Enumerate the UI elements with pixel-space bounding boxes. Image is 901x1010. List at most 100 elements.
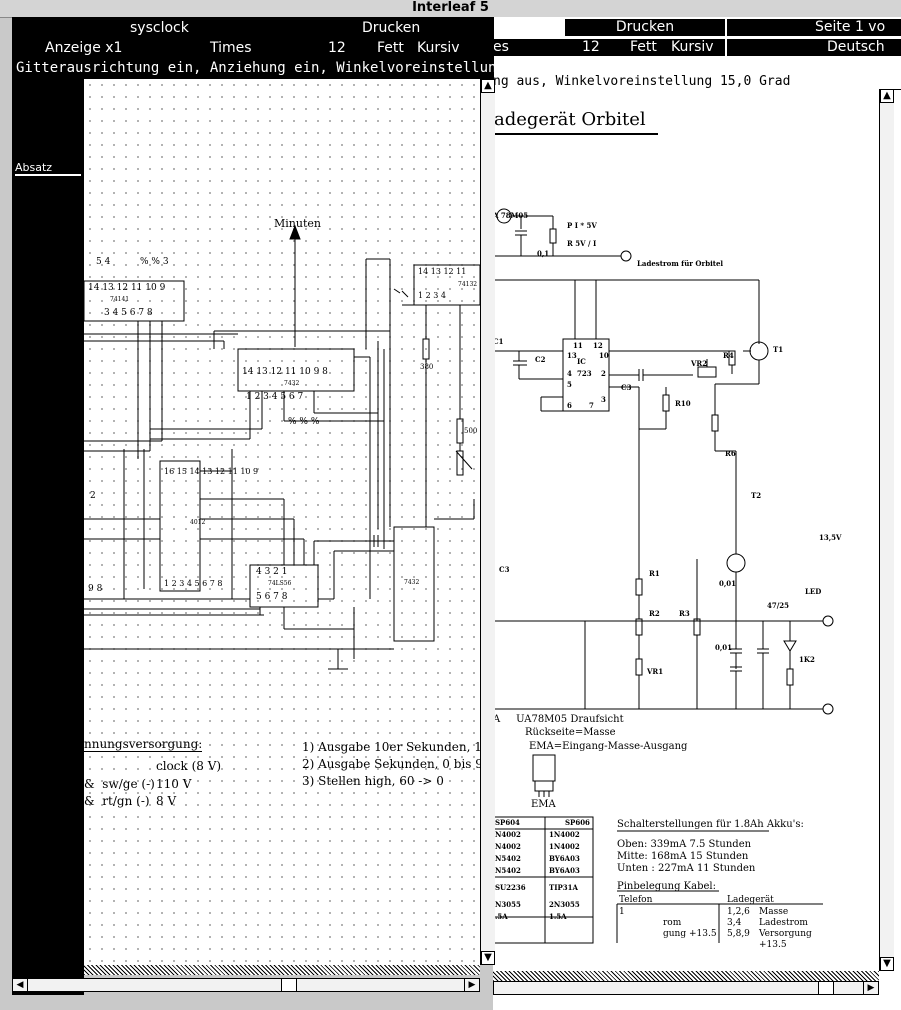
notes-list: 1) Ausgabe 10er Sekunden, 1 bis 52) Ausg…: [302, 739, 480, 790]
pct-row: % % %: [288, 417, 320, 427]
sidebar-item-absatz[interactable]: Absatz: [15, 161, 81, 176]
status-text-back: ng aus, Winkelvoreinstellung 15,0 Grad: [493, 75, 791, 89]
label-pin2: 2: [601, 369, 606, 378]
label-ic-num: 723: [577, 369, 592, 378]
vertical-scrollbar[interactable]: ▲ ▼: [480, 79, 495, 965]
pins-74ls56-top: 4 3 2 1: [256, 567, 288, 577]
label-r-formula: R 5V / I: [567, 239, 597, 248]
label-13-5v: 13,5V: [819, 533, 842, 542]
horizontal-scrollbar-back[interactable]: ▶: [493, 981, 879, 995]
drawing-canvas[interactable]: Minuten 5 4 % % 3 14 13 12 11 10 9 74141…: [84, 79, 480, 965]
window-titlebar[interactable]: Interleaf 5: [0, 0, 901, 18]
italic-toggle-back[interactable]: Kursiv: [671, 39, 714, 55]
parts-cell: .5A: [495, 912, 508, 921]
label-cap-001b: 0,01: [715, 643, 733, 652]
zoom-selector[interactable]: Anzeige x1: [45, 40, 123, 56]
num-2: 2: [90, 491, 96, 501]
parts-col-b: SP606: [565, 818, 590, 827]
font-size-selector[interactable]: 12: [328, 40, 346, 56]
document-window-front[interactable]: sysclock Drucken Anzeige x1 Times 12 Fet…: [12, 17, 495, 1010]
notes-row3-value: 8 V: [156, 794, 177, 808]
ruler-stripe-back: [493, 971, 879, 981]
scroll-right-icon[interactable]: ▶: [464, 979, 479, 991]
pins-74132: 14 13 12 11: [418, 267, 467, 276]
parts-cell: BY6A03: [549, 866, 580, 875]
language-selector[interactable]: Deutsch: [727, 39, 901, 56]
font-name-field[interactable]: sysclock: [130, 20, 189, 36]
scroll-down-icon[interactable]: ▼: [481, 951, 495, 965]
pin-head-phone: Telefon: [619, 895, 653, 905]
font-settings-back[interactable]: es 12 Fett Kursiv: [493, 39, 725, 56]
pin-cell: rom: [663, 918, 682, 928]
label-regulator: A 78M05: [493, 211, 529, 220]
parts-cell: 1N4002: [549, 842, 580, 851]
status-line: Gitterausrichtung ein, Anziehung ein, Wi…: [12, 57, 494, 79]
parts-col-a: SP604: [495, 818, 520, 827]
scroll-left-icon[interactable]: ◀: [13, 979, 28, 991]
ua-ema: EMA=Eingang-Masse-Ausgang: [529, 741, 688, 752]
pin-title: Pinbelegung Kabel:: [617, 881, 716, 892]
scroll-up-icon[interactable]: ▲: [481, 79, 495, 93]
parts-cell: 1.5A: [549, 912, 567, 921]
scroll-down-icon[interactable]: ▼: [880, 957, 894, 971]
note-item: 2) Ausgabe Sekunden, 0 bis 9: [302, 757, 480, 771]
pin-cell: Masse: [759, 907, 789, 917]
label-vr2: VR2: [691, 359, 708, 368]
label-pin4: 4: [567, 369, 572, 378]
label-pin5: 5: [567, 380, 572, 389]
note-item: 3) Stellen high, 60 -> 0: [302, 774, 444, 788]
clock-schematic-labels: Minuten 5 4 % % 3 14 13 12 11 10 9 74141…: [84, 79, 480, 965]
label-c1: C1: [493, 337, 504, 346]
label-pin11: 11: [573, 341, 583, 350]
pin-cell: 1,2,6: [727, 907, 750, 917]
horizontal-scrollbar[interactable]: ◀ ▶: [12, 978, 480, 992]
print-label: Drucken: [615, 19, 675, 35]
pins-74ls56-bot: 5 6 7 8: [256, 592, 288, 602]
switch-row: Mitte: 168mA 15 Stunden: [617, 851, 749, 862]
toolbar-back: Drucken Seite 1 vo es 12 Fett Kursiv Deu…: [493, 17, 901, 75]
bold-toggle[interactable]: Fett: [377, 40, 404, 56]
document-window-back[interactable]: Drucken Seite 1 vo es 12 Fett Kursiv Deu…: [493, 17, 901, 1010]
title-underline: [493, 133, 658, 135]
pins-4012-bot: 1 2 3 4 5 6 7 8: [164, 579, 223, 588]
window-title: Interleaf 5: [412, 0, 489, 15]
parts-cell: N5402: [495, 866, 521, 875]
page-indicator[interactable]: Seite 1 vo: [727, 19, 901, 36]
parts-cell: TIP31A: [549, 883, 578, 892]
parts-cell: 2N3055: [549, 900, 580, 909]
print-button[interactable]: Drucken: [362, 20, 421, 36]
label-r1: R1: [649, 569, 660, 578]
vertical-scrollbar-back[interactable]: ▲ ▼: [879, 89, 894, 971]
scroll-thumb-back[interactable]: [818, 982, 834, 994]
bold-toggle-back[interactable]: Fett: [630, 39, 657, 55]
document-title: adegerät Orbitel: [494, 109, 646, 130]
clock-schematic: [84, 224, 480, 670]
parts-cell: N4002: [495, 830, 521, 839]
scroll-thumb[interactable]: [281, 979, 297, 991]
font-family-selector[interactable]: Times: [210, 40, 252, 56]
scroll-right-icon[interactable]: ▶: [863, 982, 878, 994]
print-button-back[interactable]: Drucken: [565, 19, 725, 36]
label-t2: T2: [751, 491, 762, 500]
pins-7432-top: 14 13 12 11 10 9 8: [242, 367, 328, 377]
font-size-back: 12: [582, 39, 600, 55]
ic-74141: 74141: [110, 296, 130, 303]
pin-cell: gung +13.5: [663, 929, 717, 939]
scroll-up-icon[interactable]: ▲: [880, 89, 894, 103]
pins-74132-bot: 1 2 3 4: [418, 291, 446, 300]
schematic-labels: A 78M05 P I * 5V R 5V / I 0,1 Ladestrom …: [493, 89, 879, 971]
notes-row2-value: 110 V: [156, 777, 192, 791]
parts-cell: N5402: [495, 854, 521, 863]
document-page-back[interactable]: adegerät Orbitel: [493, 89, 879, 971]
pins-a: 5 4: [96, 257, 111, 267]
status-line-back: ng aus, Winkelvoreinstellung 15,0 Grad: [493, 75, 901, 90]
pins-b: % % 3: [140, 257, 169, 267]
italic-toggle[interactable]: Kursiv: [417, 40, 460, 56]
ic-7432b: 7432: [404, 579, 420, 586]
label-r380: 380: [420, 363, 434, 371]
